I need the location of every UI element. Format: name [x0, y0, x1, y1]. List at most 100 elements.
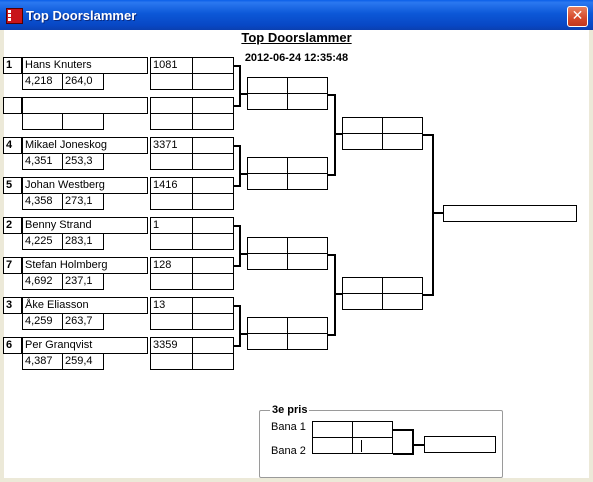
bracket-connector: [423, 294, 434, 296]
third-prize-title: 3e pris: [270, 404, 310, 416]
result-field[interactable]: [150, 233, 193, 250]
quarterfinal-slot[interactable]: [287, 157, 328, 174]
result-field[interactable]: [192, 313, 234, 330]
quarterfinal-slot[interactable]: [247, 173, 288, 190]
start-number-field[interactable]: [150, 97, 193, 114]
quarterfinal-slot[interactable]: [287, 93, 328, 110]
bracket-connector: [432, 212, 443, 214]
result-field[interactable]: [150, 153, 193, 170]
result-field[interactable]: [150, 353, 193, 370]
bracket-connector: [234, 105, 241, 107]
driver-name-field[interactable]: Per Granqvist: [22, 337, 148, 354]
quarterfinal-slot[interactable]: [287, 237, 328, 254]
quarterfinal-slot[interactable]: [287, 253, 328, 270]
final-slot[interactable]: [443, 205, 577, 222]
speed-field[interactable]: 283,1: [62, 233, 104, 250]
semifinal-slot[interactable]: [382, 117, 423, 134]
bracket-connector: [412, 429, 414, 455]
driver-name-field[interactable]: Stefan Holmberg: [22, 257, 148, 274]
semifinal-slot[interactable]: [342, 117, 383, 134]
start-number-field[interactable]: 128: [150, 257, 193, 274]
bracket-connector: [239, 93, 247, 95]
quarterfinal-slot[interactable]: [287, 317, 328, 334]
result-field[interactable]: [192, 353, 234, 370]
start-number-field[interactable]: 1416: [150, 177, 193, 194]
quarterfinal-slot[interactable]: [247, 77, 288, 94]
quarterfinal-slot[interactable]: [287, 77, 328, 94]
result-field[interactable]: [192, 113, 234, 130]
reaction-time-field[interactable]: 4,218: [22, 73, 63, 90]
quarterfinal-slot[interactable]: [247, 93, 288, 110]
start-number-field[interactable]: 3359: [150, 337, 193, 354]
bracket-connector: [239, 173, 247, 175]
driver-name-field[interactable]: [22, 97, 148, 114]
result-field[interactable]: [192, 177, 234, 194]
semifinal-slot[interactable]: [342, 293, 383, 310]
reaction-time-field[interactable]: [22, 113, 63, 130]
bracket-connector: [328, 334, 336, 336]
close-button[interactable]: ✕: [567, 6, 588, 27]
result-field[interactable]: [192, 153, 234, 170]
result-field[interactable]: [192, 273, 234, 290]
start-number-field[interactable]: 1: [150, 217, 193, 234]
bracket-connector: [423, 134, 434, 136]
reaction-time-field[interactable]: 4,387: [22, 353, 63, 370]
driver-name-field[interactable]: Åke Eliasson: [22, 297, 148, 314]
driver-name-field[interactable]: Mikael Joneskog: [22, 137, 148, 154]
quarterfinal-slot[interactable]: [247, 317, 288, 334]
semifinal-slot[interactable]: [382, 133, 423, 150]
result-field[interactable]: [150, 113, 193, 130]
result-field[interactable]: [192, 217, 234, 234]
result-field[interactable]: [192, 257, 234, 274]
result-field[interactable]: [192, 137, 234, 154]
result-field[interactable]: [150, 273, 193, 290]
reaction-time-field[interactable]: 4,358: [22, 193, 63, 210]
reaction-time-field[interactable]: 4,351: [22, 153, 63, 170]
driver-name-field[interactable]: Johan Westberg: [22, 177, 148, 194]
quarterfinal-slot[interactable]: [247, 333, 288, 350]
driver-name-field[interactable]: Hans Knuters: [22, 57, 148, 74]
seed-box: 7: [3, 257, 22, 274]
quarterfinal-slot[interactable]: [247, 237, 288, 254]
semifinal-slot[interactable]: [382, 277, 423, 294]
quarterfinal-slot[interactable]: [287, 173, 328, 190]
third-prize-winner-slot[interactable]: [424, 436, 496, 453]
result-field[interactable]: [150, 313, 193, 330]
start-number-field[interactable]: 3371: [150, 137, 193, 154]
reaction-time-field[interactable]: 4,259: [22, 313, 63, 330]
speed-field[interactable]: 259,4: [62, 353, 104, 370]
quarterfinal-slot[interactable]: [287, 333, 328, 350]
result-field[interactable]: [192, 297, 234, 314]
speed-field[interactable]: 237,1: [62, 273, 104, 290]
result-field[interactable]: [150, 193, 193, 210]
driver-name-field[interactable]: Benny Strand: [22, 217, 148, 234]
semifinal-slot[interactable]: [382, 293, 423, 310]
result-field[interactable]: [192, 57, 234, 74]
bracket-connector: [239, 305, 241, 347]
result-field[interactable]: [150, 73, 193, 90]
start-number-field[interactable]: 1081: [150, 57, 193, 74]
result-field[interactable]: [192, 97, 234, 114]
speed-field[interactable]: [62, 113, 104, 130]
reaction-time-field[interactable]: 4,692: [22, 273, 63, 290]
semifinal-slot[interactable]: [342, 133, 383, 150]
start-number-field[interactable]: 13: [150, 297, 193, 314]
result-field[interactable]: [192, 193, 234, 210]
speed-field[interactable]: 273,1: [62, 193, 104, 210]
quarterfinal-slot[interactable]: [247, 253, 288, 270]
seed-box: 2: [3, 217, 22, 234]
result-field[interactable]: [192, 73, 234, 90]
semifinal-slot[interactable]: [342, 277, 383, 294]
third-prize-slot[interactable]: [352, 437, 393, 454]
bracket-connector: [239, 65, 241, 107]
speed-field[interactable]: 264,0: [62, 73, 104, 90]
speed-field[interactable]: 253,3: [62, 153, 104, 170]
quarterfinal-slot[interactable]: [247, 157, 288, 174]
reaction-time-field[interactable]: 4,225: [22, 233, 63, 250]
result-field[interactable]: [192, 337, 234, 354]
result-field[interactable]: [192, 233, 234, 250]
speed-field[interactable]: 263,7: [62, 313, 104, 330]
bracket-connector: [334, 254, 336, 336]
